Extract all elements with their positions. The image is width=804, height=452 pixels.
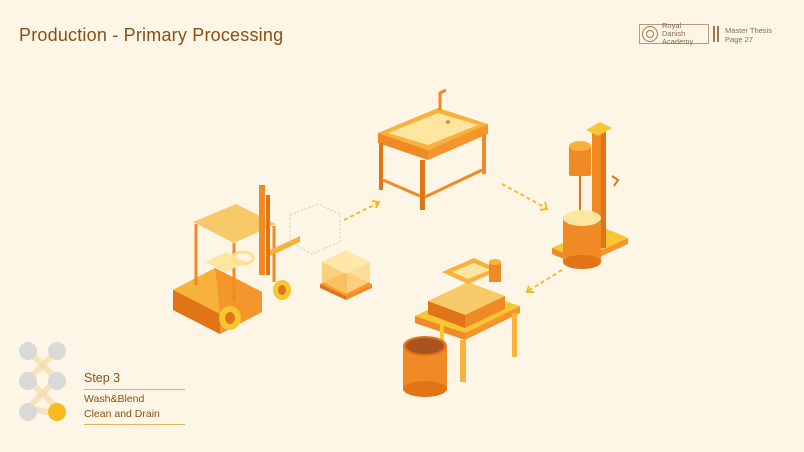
arrow-blender-to-drain	[527, 269, 563, 292]
progress-node-1	[19, 342, 37, 360]
thesis-info: Master Thesis Page 27	[725, 26, 772, 44]
drain-table-icon	[403, 258, 520, 397]
progress-node-3	[19, 372, 37, 390]
forklift-icon	[173, 185, 341, 334]
arrow-forklift-to-sink	[343, 202, 379, 221]
page-number: Page 27	[725, 35, 753, 44]
seal-icon	[642, 26, 658, 42]
academy-logo: Royal Danish Academy	[639, 21, 719, 46]
arrow-sink-to-blender	[501, 183, 547, 209]
step-divider-2	[84, 424, 185, 425]
page-title: Production - Primary Processing	[19, 25, 284, 45]
step-item-wash-blend: Wash&Blend	[84, 393, 145, 405]
thesis-label: Master Thesis	[725, 26, 772, 35]
flow-arrows	[343, 183, 563, 293]
blender-icon	[552, 122, 628, 269]
progress-indicator	[19, 342, 66, 421]
logo-box: Royal Danish Academy	[639, 21, 709, 46]
step-title: Step 3	[84, 371, 121, 385]
washing-sink-icon	[378, 88, 488, 210]
progress-node-2	[48, 342, 66, 360]
logo-text: Royal Danish Academy	[662, 21, 694, 46]
progress-node-6	[48, 403, 66, 421]
pillars-icon	[713, 26, 719, 42]
step-item-clean-drain: Clean and Drain	[84, 408, 160, 420]
crate-icon	[320, 250, 372, 300]
step-divider-1	[84, 389, 185, 390]
progress-node-4	[48, 372, 66, 390]
progress-node-5	[19, 403, 37, 421]
